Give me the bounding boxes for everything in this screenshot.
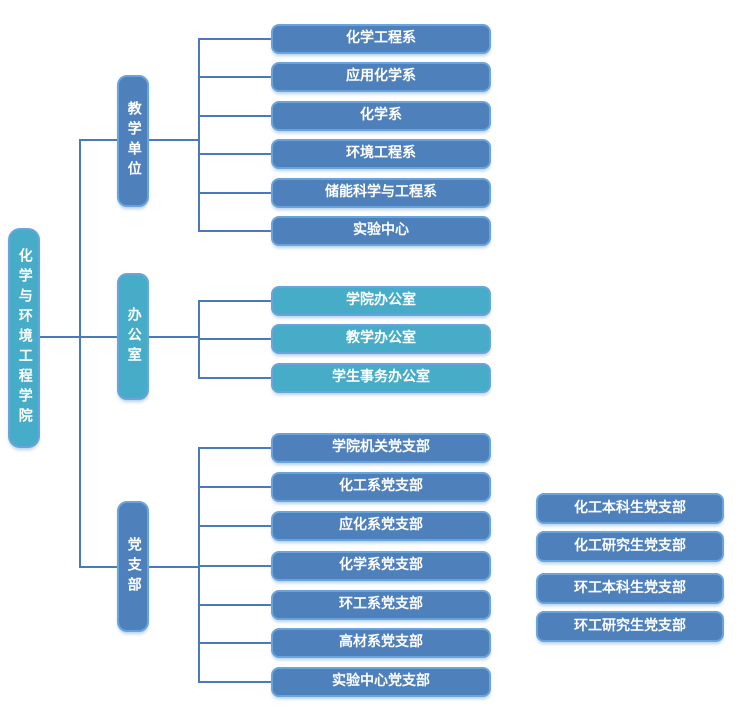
connector-line — [198, 681, 271, 683]
connector-line — [79, 139, 81, 568]
child-node: 环工系党支部 — [271, 590, 491, 620]
branch-node-offices: 办公室 — [117, 273, 149, 400]
connector-line — [198, 115, 271, 117]
connector-line — [198, 486, 271, 488]
detached-node: 环工研究生党支部 — [536, 611, 724, 642]
detached-node: 化工本科生党支部 — [536, 493, 724, 524]
child-node: 化学工程系 — [271, 24, 491, 54]
connector-line — [149, 139, 199, 141]
connector-line — [198, 377, 271, 379]
child-node: 高材系党支部 — [271, 628, 491, 658]
connector-line — [198, 447, 271, 449]
child-node: 应化系党支部 — [271, 511, 491, 541]
child-node: 教学办公室 — [271, 324, 491, 354]
child-node: 学生事务办公室 — [271, 363, 491, 393]
connector-line — [198, 525, 271, 527]
child-node: 学院机关党支部 — [271, 433, 491, 463]
child-node: 实验中心党支部 — [271, 667, 491, 697]
connector-line — [198, 38, 200, 232]
detached-node: 环工本科生党支部 — [536, 573, 724, 604]
connector-line — [198, 565, 271, 567]
connector-line — [198, 230, 271, 232]
detached-node: 化工研究生党支部 — [536, 531, 724, 562]
connector-line — [79, 566, 118, 568]
connector-line — [198, 192, 271, 194]
connector-line — [198, 38, 271, 40]
connector-line — [79, 139, 118, 141]
child-node: 实验中心 — [271, 216, 491, 246]
child-node: 化学系党支部 — [271, 551, 491, 581]
connector-line — [198, 76, 271, 78]
connector-line — [198, 604, 271, 606]
branch-node-party-branches: 党支部 — [117, 501, 149, 632]
child-node: 学院办公室 — [271, 286, 491, 316]
connector-line — [198, 338, 271, 340]
branch-node-teaching-units: 教学单位 — [117, 75, 149, 207]
connector-line — [149, 336, 199, 338]
connector-line — [198, 642, 271, 644]
child-node: 化学系 — [271, 101, 491, 131]
connector-line — [198, 153, 271, 155]
connector-line — [149, 566, 199, 568]
root-node-college: 化学与环境工程学院 — [8, 228, 40, 448]
child-node: 化工系党支部 — [271, 472, 491, 502]
connector-line — [198, 300, 271, 302]
child-node: 环境工程系 — [271, 139, 491, 169]
child-node: 储能科学与工程系 — [271, 178, 491, 208]
child-node: 应用化学系 — [271, 62, 491, 92]
